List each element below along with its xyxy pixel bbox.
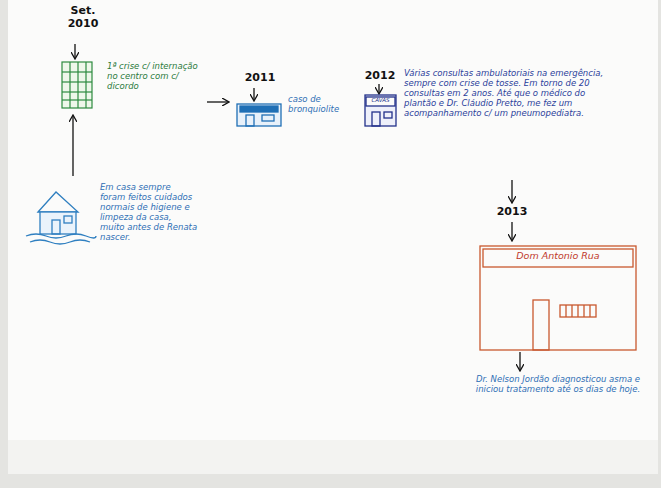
event-2011: 2011 caso de bronquiolite	[232, 70, 354, 128]
event-2012: 2012CAVAS Várias consultas ambulatoriais …	[360, 64, 618, 178]
timeline-arrow	[511, 180, 512, 202]
year-label: Set. 2010	[61, 5, 105, 31]
year-label: 2011	[238, 72, 282, 85]
event-text: 1ª crise c/ internação no centro com c/ …	[107, 61, 203, 91]
year-label: 2013	[482, 206, 542, 219]
event-text: Em casa sempre foram feitos cuidados nor…	[100, 182, 198, 242]
event-text: CAVAS	[366, 97, 395, 103]
event-text: caso de bronquiolite	[288, 94, 352, 114]
event-2010: Set. 2010 1ª crise c/ internação no centr…	[55, 3, 205, 113]
event-2013: 2013Dom Antonio RuaDr. Nelson Jordão dia…	[468, 204, 648, 420]
year-label: 2012	[360, 70, 400, 83]
event-text: Dr. Nelson Jordão diagnosticou asma e in…	[474, 374, 642, 394]
timeline-arrow	[72, 116, 73, 176]
event-text: Várias consultas ambulatoriais na emergê…	[404, 68, 616, 118]
event-text: Dom Antonio Rua	[484, 250, 632, 261]
timeline-arrow	[207, 101, 228, 102]
home-event: Em casa sempre foram feitos cuidados nor…	[96, 180, 200, 252]
